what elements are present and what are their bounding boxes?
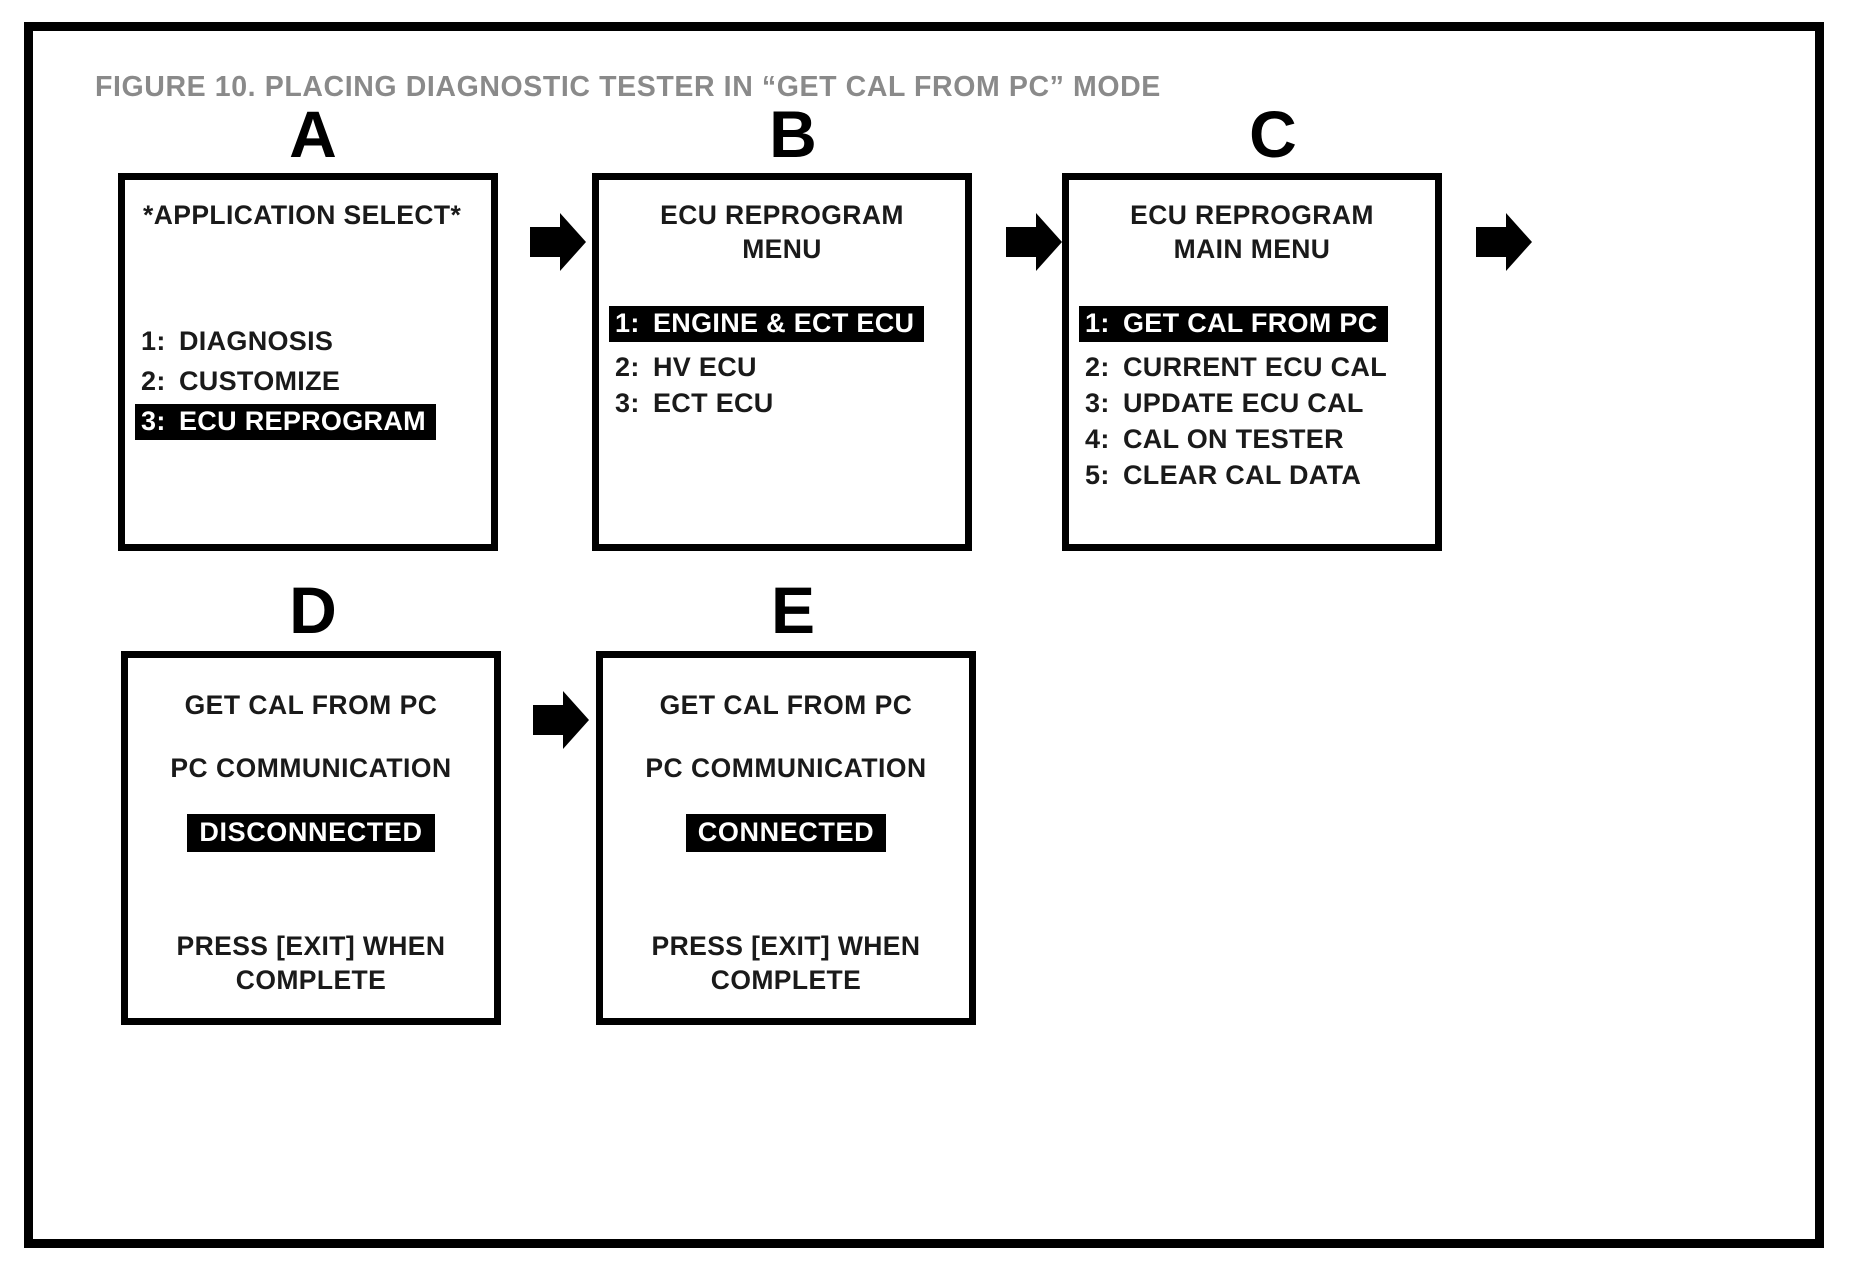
panel-e-status-badge: CONNECTED [603, 814, 969, 852]
panel-c-title-line-2: MAIN MENU [1173, 234, 1331, 264]
panel-c-menu-item-4[interactable]: 4: CAL ON TESTER [1085, 424, 1344, 455]
screen-panel-b: ECU REPROGRAM MENU 1: ENGINE & ECT ECU 2… [592, 173, 972, 551]
panel-c-title-line-1: ECU REPROGRAM [1130, 200, 1374, 230]
panel-letter-a: A [289, 97, 337, 171]
menu-label: ENGINE & ECT ECU [653, 308, 915, 338]
menu-label: CAL ON TESTER [1123, 424, 1344, 454]
menu-number: 3: [141, 406, 166, 436]
panel-e-line-2: PC COMMUNICATION [645, 753, 927, 783]
panel-b-title-line-2: MENU [742, 234, 822, 264]
panel-a-menu-item-1[interactable]: 1: DIAGNOSIS [141, 326, 333, 357]
menu-label: UPDATE ECU CAL [1123, 388, 1364, 418]
menu-number: 4: [1085, 424, 1110, 454]
menu-label: DIAGNOSIS [179, 326, 334, 356]
panel-b-menu-item-2[interactable]: 2: HV ECU [615, 352, 757, 383]
menu-number: 3: [615, 388, 640, 418]
menu-number: 1: [141, 326, 166, 356]
figure-caption: FIGURE 10. PLACING DIAGNOSTIC TESTER IN … [95, 71, 1161, 103]
panel-a-menu-item-3-selected[interactable]: 3: ECU REPROGRAM [135, 404, 436, 440]
menu-number: 3: [1085, 388, 1110, 418]
figure-frame: FIGURE 10. PLACING DIAGNOSTIC TESTER IN … [24, 22, 1824, 1248]
panel-c-menu-item-3[interactable]: 3: UPDATE ECU CAL [1085, 388, 1364, 419]
panel-letter-d: D [289, 573, 337, 647]
panel-b-menu-item-1-selected[interactable]: 1: ENGINE & ECT ECU [609, 306, 925, 342]
panel-letter-c: C [1249, 97, 1297, 171]
screen-panel-c: ECU REPROGRAM MAIN MENU 1: GET CAL FROM … [1062, 173, 1442, 551]
menu-label: CUSTOMIZE [179, 366, 341, 396]
panel-c-menu-item-1-selected[interactable]: 1: GET CAL FROM PC [1079, 306, 1388, 342]
menu-label: CURRENT ECU CAL [1123, 352, 1387, 382]
panel-c-menu-item-2[interactable]: 2: CURRENT ECU CAL [1085, 352, 1387, 383]
screen-panel-d: GET CAL FROM PC PC COMMUNICATION DISCONN… [121, 651, 501, 1025]
menu-label: GET CAL FROM PC [1123, 308, 1378, 338]
panel-b-title-line-1: ECU REPROGRAM [660, 200, 904, 230]
panel-d-line-1: GET CAL FROM PC [184, 690, 438, 720]
arrow-d-to-e [533, 689, 589, 751]
menu-label: ECU REPROGRAM [179, 406, 426, 436]
panel-b-menu-item-3[interactable]: 3: ECT ECU [615, 388, 774, 419]
panel-d-line-2: PC COMMUNICATION [170, 753, 452, 783]
screen-panel-a: *APPLICATION SELECT* 1: DIAGNOSIS 2: CUS… [118, 173, 498, 551]
menu-number: 2: [615, 352, 640, 382]
menu-label: HV ECU [653, 352, 757, 382]
arrow-b-to-c [1006, 211, 1062, 273]
status-badge-text: CONNECTED [685, 814, 887, 852]
panel-e-line-1: GET CAL FROM PC [659, 690, 913, 720]
menu-number: 2: [1085, 352, 1110, 382]
menu-number: 1: [615, 308, 640, 338]
panel-e-footer: PRESS [EXIT] WHEN COMPLETE [651, 931, 921, 995]
panel-letter-e: E [770, 573, 816, 647]
panel-c-menu-item-5[interactable]: 5: CLEAR CAL DATA [1085, 460, 1361, 491]
menu-label: ECT ECU [653, 388, 774, 418]
panel-d-footer: PRESS [EXIT] WHEN COMPLETE [176, 931, 446, 995]
panel-a-title: *APPLICATION SELECT* [143, 200, 462, 230]
arrow-a-to-b [530, 211, 586, 273]
screen-panel-e: GET CAL FROM PC PC COMMUNICATION CONNECT… [596, 651, 976, 1025]
menu-number: 5: [1085, 460, 1110, 490]
panel-letter-b: B [769, 97, 817, 171]
menu-label: CLEAR CAL DATA [1123, 460, 1362, 490]
menu-number: 2: [141, 366, 166, 396]
menu-number: 1: [1085, 308, 1110, 338]
status-badge-text: DISCONNECTED [187, 814, 435, 852]
panel-a-menu-item-2[interactable]: 2: CUSTOMIZE [141, 366, 340, 397]
panel-d-status-badge: DISCONNECTED [128, 814, 494, 852]
arrow-c-to-d [1476, 211, 1532, 273]
